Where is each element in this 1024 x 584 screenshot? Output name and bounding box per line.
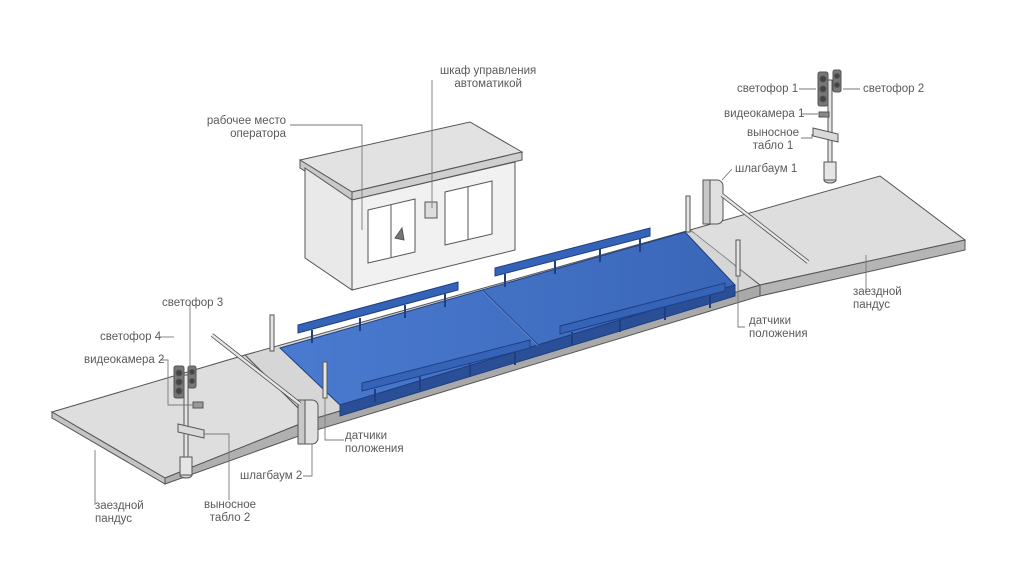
label-light-1: светофор 1: [737, 83, 799, 95]
ramp-left: [50, 354, 311, 485]
label-operator: рабочее место оператора: [206, 115, 286, 140]
leader-lines: [94, 80, 867, 505]
label-barrier-2: шлагбаум 2: [240, 470, 303, 482]
label-camera-1: видеокамера 1: [724, 108, 805, 120]
weighing-platform: [279, 231, 736, 417]
label-camera-2: видеокамера 2: [84, 354, 165, 366]
label-sensors-left: датчики положения: [345, 430, 404, 455]
barrier-2: [210, 333, 319, 445]
ramp-right: [688, 175, 967, 297]
operator-cabin: [298, 121, 524, 291]
barrier-1: [702, 179, 810, 264]
label-ramp-left: заездной пандус: [95, 500, 144, 525]
label-sensors-right: датчики положения: [749, 315, 808, 340]
label-light-4: светофор 4: [100, 331, 162, 343]
label-barrier-1: шлагбаум 1: [735, 163, 798, 175]
label-light-3: светофор 3: [162, 297, 224, 309]
label-board-2: выносное табло 2: [204, 499, 257, 524]
guard-rails: [297, 227, 726, 402]
label-board-1: выносное табло 1: [747, 127, 800, 152]
label-light-2: светофор 2: [863, 83, 925, 95]
traffic-light-mast-right: [812, 69, 842, 184]
label-cabinet: шкаф управления автоматикой: [440, 65, 537, 90]
traffic-light-mast-left: [173, 365, 205, 479]
label-ramp-right: заездной пандус: [853, 286, 902, 311]
